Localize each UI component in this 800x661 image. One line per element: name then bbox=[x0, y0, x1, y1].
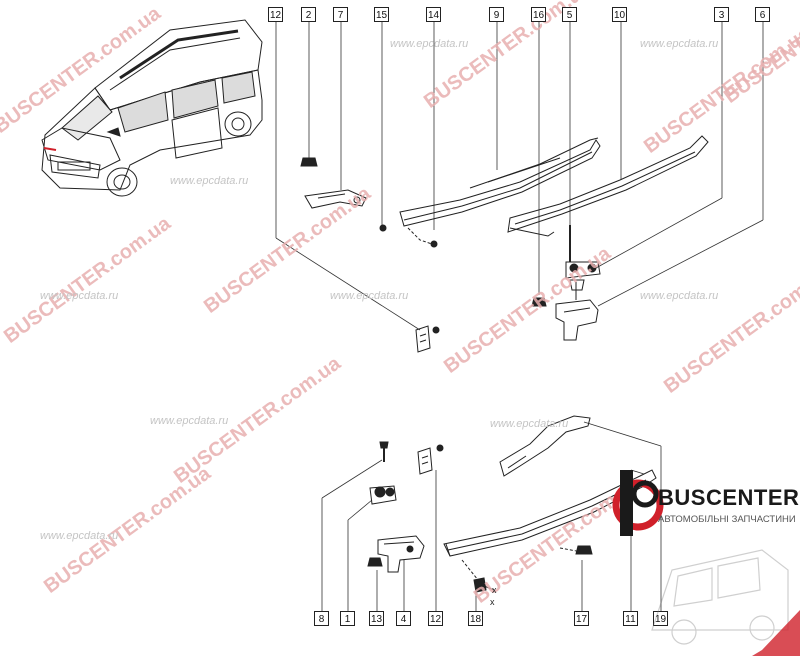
callout-label[interactable]: 7 bbox=[333, 7, 348, 22]
brand-tagline: АВТОМОБІЛЬНІ ЗАПЧАСТИНИ bbox=[658, 514, 796, 525]
callout-label[interactable]: 15 bbox=[374, 7, 389, 22]
part-9-upper-rail bbox=[469, 137, 599, 189]
callout-label[interactable]: 12 bbox=[268, 7, 283, 22]
callout-label[interactable]: 16 bbox=[531, 7, 546, 22]
part-6-hinge-bracket bbox=[555, 279, 599, 341]
callout-label[interactable]: 17 bbox=[574, 611, 589, 626]
brand-name: BUSCENTER bbox=[658, 485, 800, 510]
callout-label[interactable]: 9 bbox=[489, 7, 504, 22]
part-2-nut bbox=[300, 157, 318, 167]
part-8-bolt bbox=[379, 441, 389, 462]
part-12-small-hinge-bottom bbox=[417, 444, 444, 475]
callout-label[interactable]: 13 bbox=[369, 611, 384, 626]
callout-label[interactable]: 4 bbox=[396, 611, 411, 626]
callout-label[interactable]: 14 bbox=[426, 7, 441, 22]
callout-label[interactable]: 5 bbox=[562, 7, 577, 22]
callout-label[interactable]: 3 bbox=[714, 7, 729, 22]
callout-label[interactable]: 10 bbox=[612, 7, 627, 22]
van-illustration bbox=[41, 19, 263, 197]
part-4-hinge-bracket bbox=[377, 535, 425, 573]
axis-mark: x bbox=[490, 597, 495, 607]
top-leader-lines bbox=[275, 22, 764, 331]
part-18-bolt bbox=[473, 577, 495, 593]
part-10-lower-rail bbox=[507, 135, 709, 237]
brand-logo bbox=[612, 460, 800, 656]
bottom-leader-lines bbox=[321, 421, 662, 612]
callout-label[interactable]: 8 bbox=[314, 611, 329, 626]
part-3-roller bbox=[565, 261, 601, 279]
part-7-bracket bbox=[304, 189, 367, 209]
part-14-rail-section bbox=[399, 139, 601, 248]
callout-label[interactable]: 6 bbox=[755, 7, 770, 22]
callout-label[interactable]: 11 bbox=[623, 611, 638, 626]
callout-label[interactable]: 1 bbox=[340, 611, 355, 626]
part-13-nut bbox=[367, 557, 383, 567]
part-1-roller bbox=[369, 485, 397, 505]
callout-label[interactable]: 19 bbox=[653, 611, 668, 626]
part-12-small-hinge-top bbox=[415, 325, 440, 353]
part-16-nut bbox=[531, 297, 547, 307]
callout-label[interactable]: 2 bbox=[301, 7, 316, 22]
callout-label[interactable]: 12 bbox=[428, 611, 443, 626]
part-19-plate bbox=[499, 415, 591, 477]
callout-label[interactable]: 18 bbox=[468, 611, 483, 626]
axis-mark: x bbox=[492, 585, 497, 595]
part-15-bolt bbox=[379, 224, 387, 232]
part-17-nut bbox=[575, 545, 593, 555]
